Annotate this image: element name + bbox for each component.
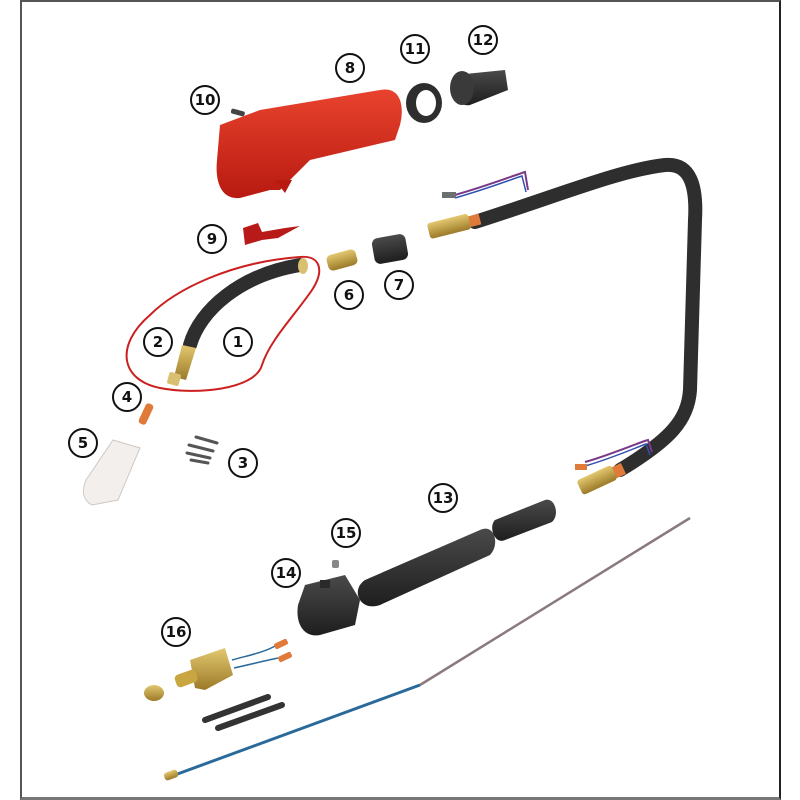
part-3-screws xyxy=(185,435,219,465)
wire-rod xyxy=(419,516,691,687)
part-4-contact-tip xyxy=(138,403,154,425)
part-16-euro-connector xyxy=(144,638,292,731)
callout-14: 14 xyxy=(271,558,301,588)
callout-8: 8 xyxy=(335,53,365,83)
cable-hose xyxy=(427,157,703,495)
part-6-brass-insert xyxy=(326,249,358,271)
part-5-gas-nozzle xyxy=(83,439,141,506)
callout-5: 5 xyxy=(68,428,98,458)
part-12-rear-sleeve xyxy=(450,70,508,106)
part-8-red-handle xyxy=(216,89,402,199)
part-15-small-screw xyxy=(332,560,339,568)
callout-3: 3 xyxy=(228,448,258,478)
callout-6: 6 xyxy=(334,280,364,310)
callout-2: 2 xyxy=(143,327,173,357)
callout-9: 9 xyxy=(197,224,227,254)
callout-10: 10 xyxy=(190,85,220,115)
part-11-ring xyxy=(406,83,442,123)
part-2-neck-connector xyxy=(167,345,196,386)
callout-15: 15 xyxy=(331,518,361,548)
callout-7: 7 xyxy=(384,270,414,300)
part-1-swan-neck xyxy=(183,258,308,352)
part-9-trigger xyxy=(243,223,300,245)
callout-13: 13 xyxy=(428,483,458,513)
callout-12: 12 xyxy=(468,25,498,55)
part-10-screw xyxy=(230,108,245,117)
callout-16: 16 xyxy=(161,617,191,647)
callout-11: 11 xyxy=(400,34,430,64)
liner-blue xyxy=(163,683,421,781)
callout-1: 1 xyxy=(223,327,253,357)
part-7-bushing xyxy=(371,234,409,264)
part-13-rear-grip xyxy=(357,499,556,607)
part-14-connector-nut xyxy=(297,575,360,636)
highlight-outline xyxy=(125,255,321,392)
callout-4: 4 xyxy=(112,382,142,412)
diagram-frame xyxy=(20,0,781,800)
